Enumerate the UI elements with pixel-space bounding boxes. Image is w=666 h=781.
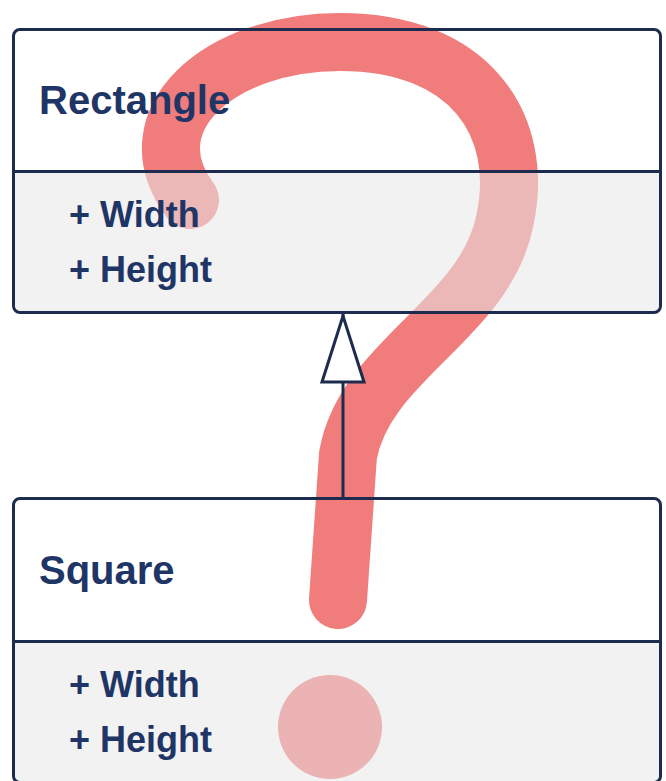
class-name-compartment: Square bbox=[15, 500, 659, 643]
attribute: + Height bbox=[69, 712, 639, 767]
attribute-compartment: + Width+ Height bbox=[15, 643, 659, 781]
class-box: Square + Width+ Height bbox=[12, 497, 662, 781]
attribute: + Width bbox=[69, 657, 639, 712]
inheritance-arrow bbox=[342, 314, 345, 497]
attribute-compartment: + Width+ Height bbox=[15, 173, 659, 311]
question-mark-curve bbox=[171, 42, 509, 600]
attribute: + Width bbox=[69, 187, 639, 242]
class-name: Rectangle bbox=[39, 78, 230, 123]
class-name: Square bbox=[39, 548, 175, 593]
class-box: Rectangle + Width+ Height bbox=[12, 28, 662, 314]
class-name-compartment: Rectangle bbox=[15, 31, 659, 173]
attribute: + Height bbox=[69, 242, 639, 297]
